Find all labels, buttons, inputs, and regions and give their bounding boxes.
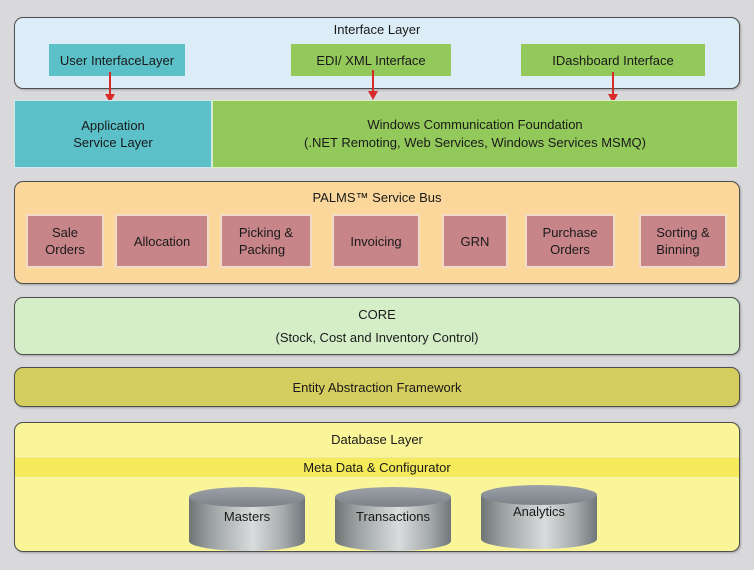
cylinder-label: Masters <box>223 509 271 524</box>
module-line1: GRN <box>460 233 490 249</box>
module-allocation: Allocation <box>115 214 209 268</box>
module-picking-packing: Picking & Packing <box>220 214 312 268</box>
cylinder-label: Analytics <box>512 504 566 519</box>
arrow-down-icon <box>368 91 378 100</box>
arrow-down-icon <box>105 94 115 103</box>
entity-abstraction-layer: Entity Abstraction Framework <box>14 367 740 407</box>
module-line1: Sorting & <box>656 225 710 240</box>
database-cylinder-masters: Masters <box>189 487 305 551</box>
service-bus-title: PALMS™ Service Bus <box>312 190 442 205</box>
application-service-line2: Service Layer <box>73 135 153 150</box>
core-title: CORE <box>358 307 396 322</box>
module-line2: Orders <box>45 242 85 257</box>
module-line2: Packing <box>238 242 286 257</box>
edi-xml-interface-box: EDI/ XML Interface <box>291 44 451 76</box>
application-service-line1: Application <box>81 118 145 133</box>
arrow-user-to-app-line <box>109 72 111 96</box>
module-line1: Invoicing <box>350 233 402 249</box>
cylinder-top <box>189 487 305 507</box>
database-layer: Database Layer Meta Data & Configurator … <box>14 422 740 552</box>
database-cylinder-analytics: Analytics <box>481 485 597 549</box>
database-cylinder-transactions: Transactions <box>335 487 451 551</box>
wcf-title: Windows Communication Foundation <box>367 117 583 132</box>
arrow-down-icon <box>608 94 618 103</box>
arrow-dashboard-to-wcf-line <box>612 72 614 96</box>
module-line1: Picking & <box>238 225 294 240</box>
core-subtitle: (Stock, Cost and Inventory Control) <box>275 330 479 345</box>
core-layer: CORE (Stock, Cost and Inventory Control) <box>14 297 740 355</box>
meta-data-configurator: Meta Data & Configurator <box>15 457 739 478</box>
wcf-layer: Windows Communication Foundation (.NET R… <box>212 100 738 168</box>
module-invoicing: Invoicing <box>332 214 420 268</box>
interface-layer: Interface Layer User InterfaceLayer EDI/… <box>14 17 740 89</box>
interface-layer-title: Interface Layer <box>333 22 421 37</box>
module-sorting-binning: Sorting & Binning <box>639 214 727 268</box>
application-service-layer: Application Service Layer <box>14 100 212 168</box>
module-line1: Sale <box>51 225 78 240</box>
cylinder-top <box>481 485 597 505</box>
entity-title: Entity Abstraction Framework <box>292 379 462 395</box>
cylinder-top <box>335 487 451 507</box>
wcf-subtitle: (.NET Remoting, Web Services, Windows Se… <box>304 135 646 150</box>
user-interface-layer-box: User InterfaceLayer <box>49 44 185 76</box>
cylinder-label: Transactions <box>356 509 430 524</box>
module-line1: Purchase <box>542 225 598 240</box>
module-grn: GRN <box>442 214 508 268</box>
arrow-edi-to-wcf-line <box>372 70 374 93</box>
module-line2: Orders <box>550 242 590 257</box>
module-line2: Binning <box>656 242 700 257</box>
module-line1: Allocation <box>133 233 191 249</box>
database-layer-title: Database Layer <box>331 432 423 447</box>
dashboard-interface-box: IDashboard Interface <box>521 44 705 76</box>
